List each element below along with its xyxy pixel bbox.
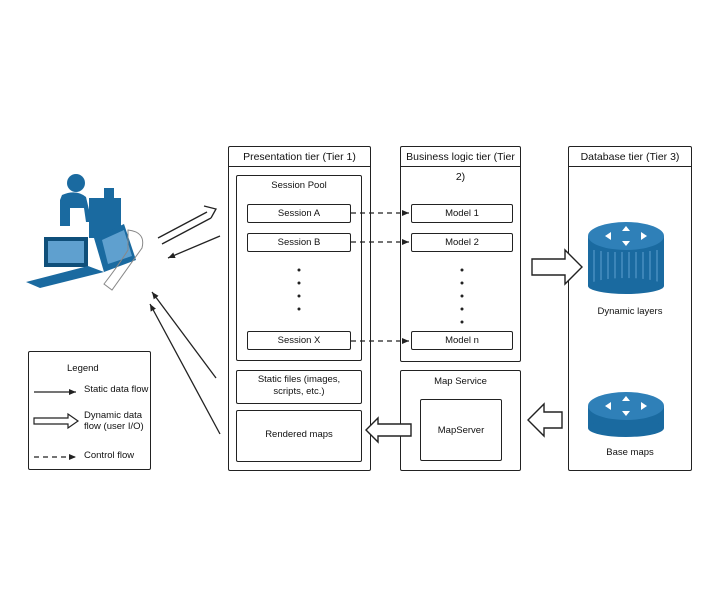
base-maps-label: Base maps: [606, 447, 654, 458]
business-tier: Business logic tier (Tier 2): [400, 146, 521, 362]
user-at-computer-icon: [26, 174, 144, 291]
map-service-title: Map Service: [434, 376, 487, 387]
presentation-tier-title: Presentation tier (Tier 1): [229, 147, 370, 167]
model-1: Model 1: [411, 204, 513, 223]
static-files-label: Static files (images, scripts, etc.): [257, 374, 341, 397]
rendered-maps-box: Rendered maps: [236, 410, 362, 462]
legend-samples: [33, 389, 80, 460]
mapserver-box: MapServer: [420, 399, 502, 461]
legend-control-label: Control flow: [84, 450, 135, 461]
ellipsis-dots: [297, 268, 464, 324]
control-flow-arrows: [351, 210, 409, 344]
legend-title: Legend: [67, 363, 99, 374]
session-x: Session X: [247, 331, 351, 350]
legend-dynamic-label: Dynamic data flow (user I/O): [84, 410, 144, 432]
model-2: Model 2: [411, 233, 513, 252]
session-pool-title: Session Pool: [271, 180, 327, 191]
dynamic-arrow-to-rendered-maps: [365, 416, 412, 444]
legend-box: Legend: [28, 351, 151, 470]
static-files-box: Static files (images, scripts, etc.): [236, 370, 362, 404]
database-cylinder-icon: [588, 392, 664, 437]
database-tier-title: Database tier (Tier 3): [569, 147, 691, 167]
user-io-arrows: [149, 205, 221, 435]
model-n: Model n: [411, 331, 513, 350]
database-cylinder-icon: [588, 222, 664, 294]
dynamic-arrow-to-mapservice: [527, 402, 563, 438]
business-tier-title: Business logic tier (Tier 2): [401, 147, 520, 183]
dynamic-arrow-to-database: [531, 248, 583, 286]
session-a: Session A: [247, 204, 351, 223]
legend-static-label: Static data flow: [84, 384, 149, 395]
dynamic-layers-label: Dynamic layers: [597, 306, 663, 317]
rendered-maps-label: Rendered maps: [265, 429, 333, 440]
session-b: Session B: [247, 233, 351, 252]
